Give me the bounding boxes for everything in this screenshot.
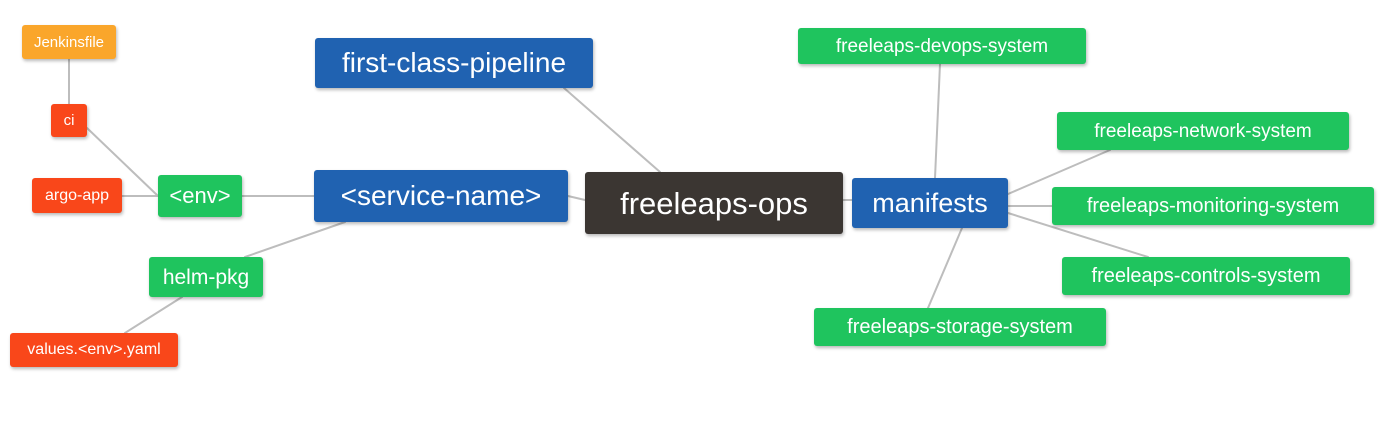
- node-service-name[interactable]: <service-name>: [314, 170, 568, 222]
- node-freeleaps-ops[interactable]: freeleaps-ops: [585, 172, 843, 234]
- edge-helm-pkg-to-service-name: [244, 221, 346, 258]
- node-env[interactable]: <env>: [158, 175, 242, 217]
- node-storage-system[interactable]: freeleaps-storage-system: [814, 308, 1106, 346]
- edge-manifests-to-devops-system: [934, 63, 941, 179]
- node-values-yaml[interactable]: values.<env>.yaml: [10, 333, 178, 367]
- node-monitoring-system[interactable]: freeleaps-monitoring-system: [1052, 187, 1374, 225]
- node-jenkinsfile[interactable]: Jenkinsfile: [22, 25, 116, 59]
- edge-service-name-to-freeleaps-ops: [567, 195, 586, 201]
- node-controls-system[interactable]: freeleaps-controls-system: [1062, 257, 1350, 295]
- edge-manifests-to-storage-system: [927, 227, 963, 309]
- node-argo-app[interactable]: argo-app: [32, 178, 122, 213]
- node-network-system[interactable]: freeleaps-network-system: [1057, 112, 1349, 150]
- node-manifests[interactable]: manifests: [852, 178, 1008, 228]
- node-helm-pkg[interactable]: helm-pkg: [149, 257, 263, 297]
- node-ci[interactable]: ci: [51, 104, 87, 137]
- node-devops-system[interactable]: freeleaps-devops-system: [798, 28, 1086, 64]
- node-first-class-pipeline[interactable]: first-class-pipeline: [315, 38, 593, 88]
- edge-values-yaml-to-helm-pkg: [124, 296, 183, 334]
- edge-first-class-pipeline-to-freeleaps-ops: [563, 87, 661, 173]
